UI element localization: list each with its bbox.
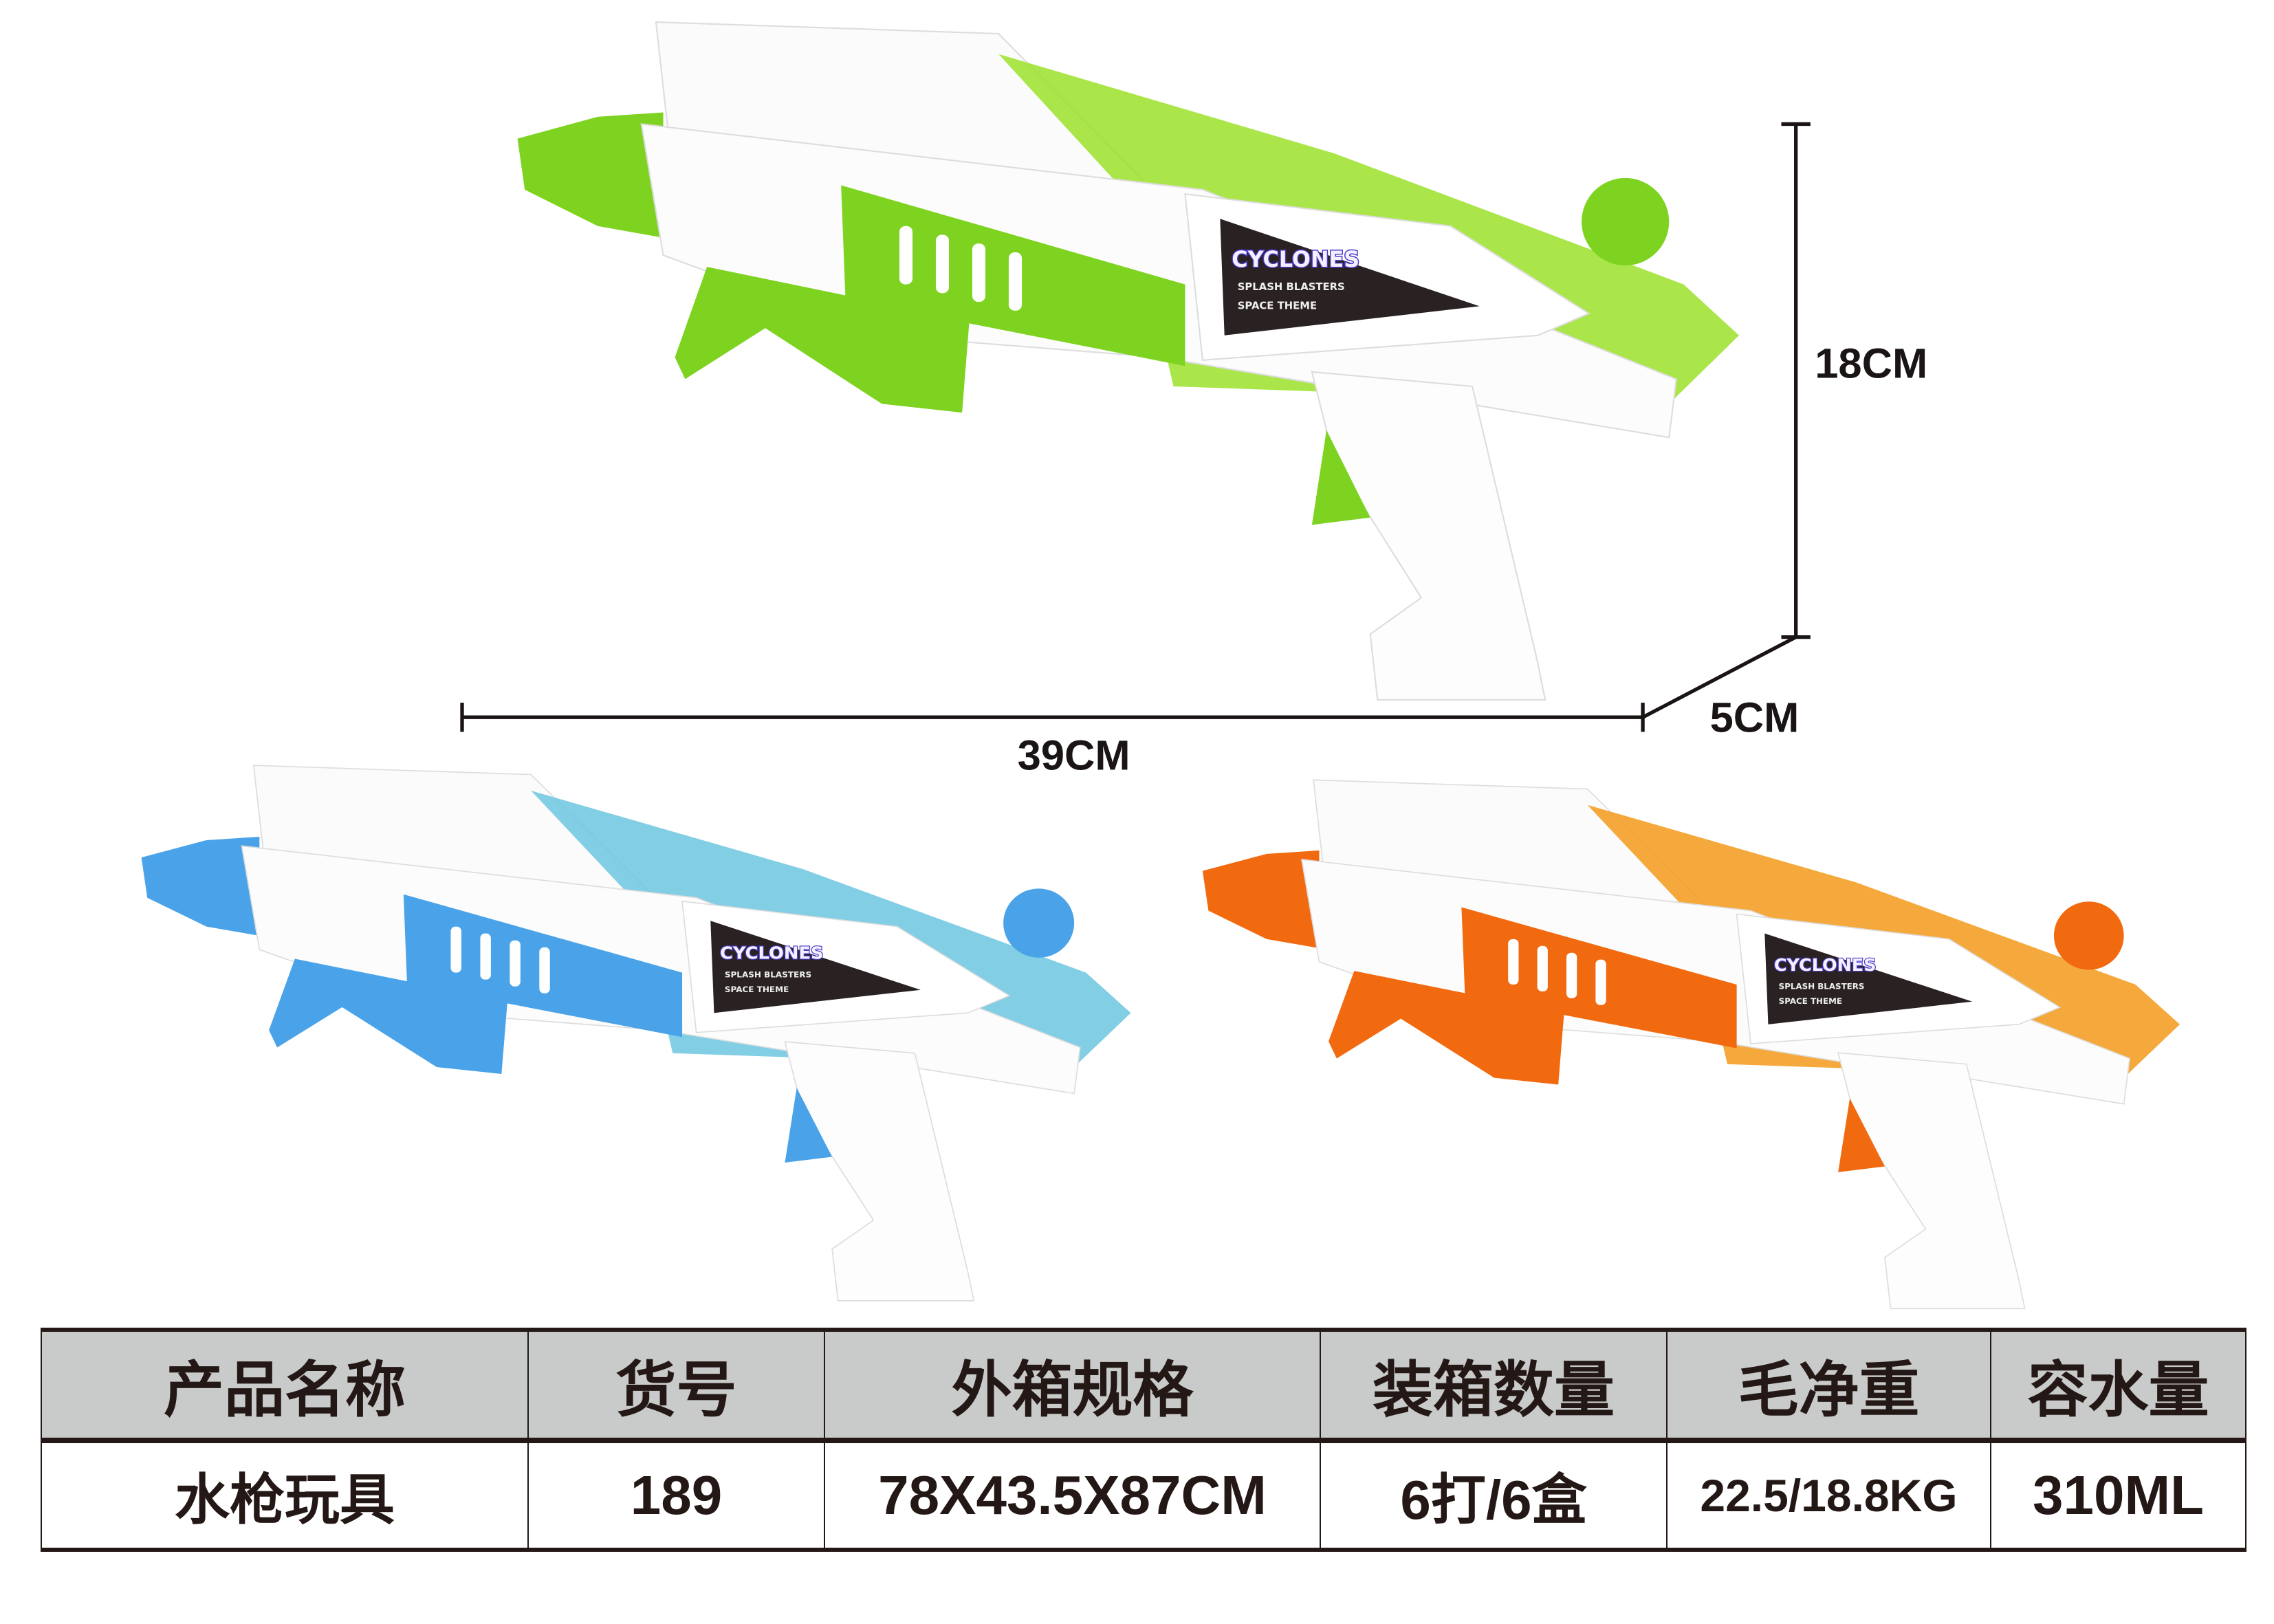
header-carton-size: 外箱规格 <box>824 1328 1321 1443</box>
cell-carton-size: 78X43.5X87CM <box>824 1440 1321 1552</box>
header-capacity: 容水量 <box>1990 1328 2246 1443</box>
dimension-lines <box>460 122 1811 732</box>
width-label: 5CM <box>1710 694 1800 741</box>
cell-weight: 22.5/18.8KG <box>1666 1440 1991 1552</box>
header-item-number: 货号 <box>527 1328 825 1443</box>
logo-subtitle: SPLASH BLASTERS <box>1238 281 1345 293</box>
length-label: 39CM <box>1018 732 1130 780</box>
spec-table: 产品名称 货号 外箱规格 装箱数量 毛净重 容水量 水枪玩具 189 78X43… <box>41 1328 2246 1552</box>
logo-title: CYCLONES <box>1774 955 1877 975</box>
table-header-row: 产品名称 货号 外箱规格 装箱数量 毛净重 容水量 <box>41 1328 2246 1443</box>
logo-title: CYCLONES <box>720 943 824 963</box>
header-packing-quantity: 装箱数量 <box>1320 1328 1668 1443</box>
logo-theme: SPACE THEME <box>1779 996 1842 1006</box>
table-row: 水枪玩具 189 78X43.5X87CM 6打/6盒 22.5/18.8KG … <box>41 1440 2246 1552</box>
water-gun-orange: CYCLONES SPLASH BLASTERS SPACE THEME <box>1202 779 2180 1310</box>
water-gun-green: CYCLONES SPLASH BLASTERS SPACE THEME <box>516 21 1740 701</box>
logo-subtitle: SPLASH BLASTERS <box>1779 982 1865 991</box>
logo-subtitle: SPLASH BLASTERS <box>725 969 811 979</box>
height-label: 18CM <box>1815 340 1927 387</box>
logo-theme: SPACE THEME <box>1238 300 1317 312</box>
cell-packing-quantity: 6打/6盒 <box>1320 1440 1668 1552</box>
logo-title: CYCLONES <box>1232 247 1359 272</box>
cell-item-number: 189 <box>527 1440 825 1552</box>
water-gun-blue: CYCLONES SPLASH BLASTERS SPACE THEME <box>140 765 1132 1302</box>
cell-product-name: 水枪玩具 <box>41 1440 529 1552</box>
header-product-name: 产品名称 <box>41 1328 529 1443</box>
cell-capacity: 310ML <box>1990 1440 2246 1552</box>
header-weight: 毛净重 <box>1666 1328 1991 1443</box>
logo-theme: SPACE THEME <box>725 985 789 994</box>
